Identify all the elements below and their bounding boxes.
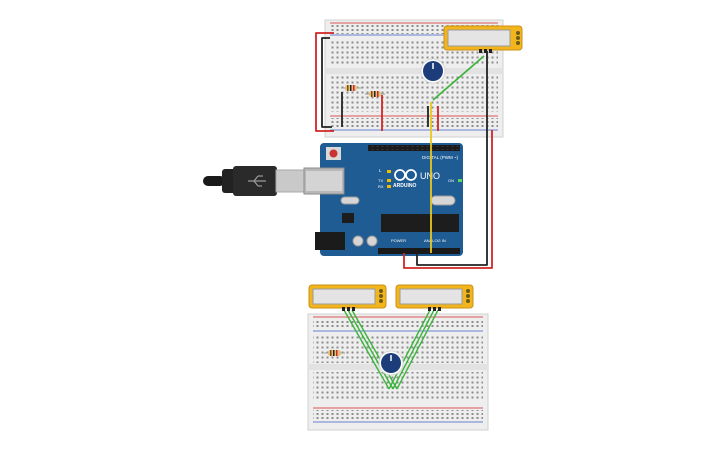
servo-upper[interactable] [443, 25, 523, 53]
wire-green-lower-3 [351, 309, 398, 390]
usb-icon [248, 175, 266, 187]
resistor-lower[interactable] [324, 350, 345, 356]
servo-lower-left[interactable] [308, 284, 387, 311]
resistor-upper-1[interactable] [341, 85, 362, 91]
potentiometer-lower[interactable] [378, 350, 404, 376]
analog-header-label: ANALOG IN [424, 238, 446, 243]
power-header-label: POWER [391, 238, 406, 243]
arduino-logo-text: ARDUINO [393, 183, 416, 189]
crystal [340, 196, 360, 205]
usb-cable-cord [203, 176, 225, 186]
led-on [458, 179, 462, 182]
wire-green-lower-1 [343, 309, 390, 390]
board-model-label: UNO [420, 171, 440, 181]
led-tx-label: TX [378, 178, 383, 183]
wire-green-lower-6 [396, 309, 439, 390]
atmega-chip [381, 214, 459, 232]
wires-lower[interactable] [343, 309, 439, 390]
wire-green-signal [432, 55, 485, 101]
wire-red-rail-left [315, 32, 334, 132]
wire-green-lower-4 [388, 309, 431, 390]
power-analog-header [378, 248, 460, 254]
led-on-label: ON [448, 178, 454, 183]
led-rx-label: RX [378, 184, 384, 189]
led-l-label: L [379, 168, 382, 173]
wire-red-servo [403, 130, 493, 269]
servo-lower-right[interactable] [395, 284, 474, 311]
capacitor [352, 235, 364, 247]
wire-black-servo [416, 51, 488, 266]
wires-upper[interactable] [315, 32, 493, 269]
digital-header-label: DIGITAL (PWM ~) [422, 155, 459, 160]
usb-cable[interactable] [203, 166, 305, 196]
breadboard-lower[interactable] [307, 313, 489, 431]
led-l [387, 170, 391, 173]
wire-black-rail-left [321, 37, 332, 128]
capacitor [366, 235, 378, 247]
resistor-upper-2[interactable] [365, 91, 385, 97]
wire-green-lower-5 [392, 309, 435, 390]
potentiometer-upper[interactable] [420, 58, 446, 84]
led-rx [387, 185, 391, 188]
led-tx [387, 179, 391, 182]
wire-green-lower-2 [347, 309, 394, 390]
arduino-logo [394, 169, 417, 181]
arduino-uno-board[interactable]: DIGITAL (PWM ~) L TX RX ON ARDUINO UNO P… [303, 143, 463, 256]
power-jack [315, 232, 345, 250]
